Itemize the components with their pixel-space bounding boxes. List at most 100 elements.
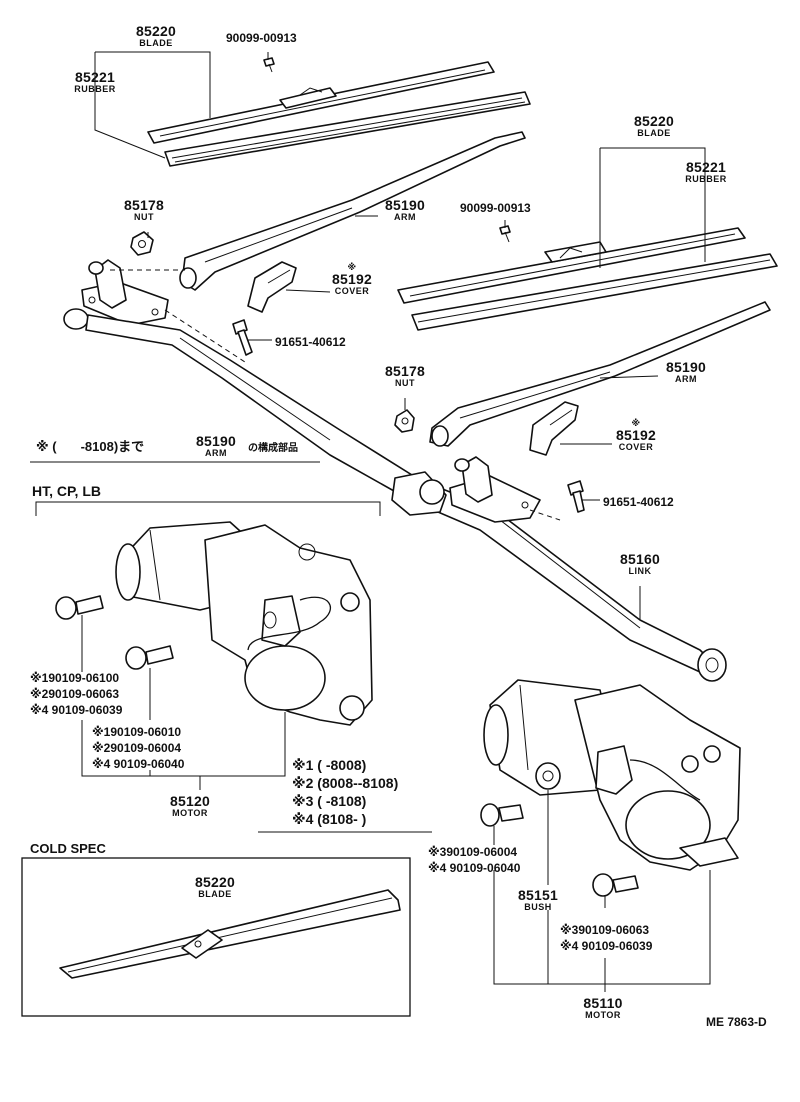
blade-cold-name: BLADE (198, 889, 232, 899)
drawing-code: ME 7863-D (706, 1015, 767, 1029)
motor-left-name: MOTOR (172, 808, 208, 818)
nut-right-label: 85178 NUT (385, 364, 425, 388)
motor-right-screw-a-1: ※390109-06004 (428, 845, 518, 859)
screw-top-number: 90099-00913 (226, 31, 297, 45)
arm-right-label: 85190 ARM (666, 360, 706, 384)
motor-left-screw-a-3: ※4 90109-06039 (30, 703, 123, 717)
motor-left-screws-b: ※190109-06010 ※290109-06004 ※4 90109-060… (92, 726, 184, 770)
motor-right-screw-b-2: ※4 90109-06039 (560, 939, 653, 953)
motor-left-drawing (115, 521, 373, 726)
motor-right-label: 85110 MOTOR (583, 996, 622, 1020)
link-number: 85160 (620, 551, 660, 567)
arm-note-suffix: の構成部品 (248, 443, 298, 454)
bush-drawing (535, 762, 561, 790)
rubber-top-number: 85221 (75, 69, 115, 85)
motor-left-screws-a: ※190109-06100 ※290109-06063 ※4 90109-060… (30, 672, 122, 716)
legend-row-2: ※2 (8008--8108) (292, 776, 398, 790)
motor-right-drawing (483, 679, 741, 871)
blade-cold-label: 85220 BLADE (195, 875, 235, 899)
blade-cold-number: 85220 (195, 874, 235, 890)
arm-note-part: 85190 ARM (196, 434, 236, 458)
blade-top-number: 85220 (136, 23, 176, 39)
legend-row-1: ※1 ( -8008) (292, 758, 398, 772)
motor-right-number: 85110 (583, 995, 623, 1011)
legend-mark-1: ※1 (292, 757, 314, 773)
bush-name: BUSH (524, 902, 552, 912)
cover-left-drawing (247, 261, 297, 313)
screw-right-b-drawing (592, 873, 639, 897)
pivot-left-drawing (81, 259, 169, 326)
legend: ※1 ( -8008) ※2 (8008--8108) ※3 ( -8108) … (292, 758, 398, 826)
bush-number: 85151 (518, 887, 558, 903)
arm-note-prefix: ※ ( (36, 439, 57, 454)
screw-left-a-drawing (55, 595, 104, 620)
bolt-right-number: 91651-40612 (603, 495, 674, 509)
blade-right-name: BLADE (637, 128, 671, 138)
screw-right-number: 90099-00913 (460, 201, 531, 215)
motor-left-screw-b-1: ※190109-06010 (92, 725, 182, 739)
rubber-right-label: 85221 RUBBER (685, 160, 727, 184)
motor-right-screws-a: ※390109-06004 ※4 90109-06040 (428, 846, 520, 874)
blade-top-drawing (147, 61, 495, 144)
leader-lines (30, 51, 711, 992)
arm-left-number: 85190 (385, 197, 425, 213)
blade-top-name: BLADE (139, 38, 173, 48)
cover-right-label: ※ 85192 COVER (616, 418, 656, 452)
blade-cold-drawing (59, 889, 401, 979)
blade-top-label: 85220 BLADE (136, 24, 176, 48)
link-label: 85160 LINK (620, 552, 660, 576)
motor-left-screw-a-1: ※190109-06100 (30, 671, 120, 685)
blade-right-drawing (397, 227, 746, 304)
cover-right-drawing (529, 401, 579, 456)
arm-note-number: 85190 (196, 433, 236, 449)
motor-left-screw-a-2: ※290109-06063 (30, 687, 120, 701)
screw-left-b-drawing (125, 645, 174, 670)
rubber-right-number: 85221 (686, 159, 726, 175)
bolt-left-number: 91651-40612 (275, 335, 346, 349)
motor-left-screw-b-3: ※4 90109-06040 (92, 757, 185, 771)
motor-left-label: 85120 MOTOR (170, 794, 210, 818)
motor-left-screw-b-2: ※290109-06004 (92, 741, 182, 755)
nut-right-drawing (394, 409, 415, 433)
nut-left-name: NUT (134, 212, 154, 222)
legend-mark-4: ※4 (292, 811, 314, 827)
nut-left-drawing (130, 231, 154, 256)
cold-spec-label: COLD SPEC (30, 841, 106, 856)
arm-right-number: 85190 (666, 359, 706, 375)
screw-right-a-drawing (480, 803, 524, 827)
link-drawing (63, 308, 727, 682)
legend-row-4: ※4 (8108- ) (292, 812, 398, 826)
motor-right-screws-b: ※390109-06063 ※4 90109-06039 (560, 924, 652, 952)
legend-range-1: ( -8008) (317, 757, 367, 773)
legend-range-3: ( -8108) (317, 793, 367, 809)
arm-right-drawing (429, 301, 771, 447)
motor-right-screw-b-1: ※390109-06063 (560, 923, 650, 937)
cover-left-number: 85192 (332, 271, 372, 287)
arm-right-name: ARM (675, 374, 697, 384)
cover-right-mark: ※ (631, 418, 641, 428)
cover-left-label: ※ 85192 COVER (332, 262, 372, 296)
screw-top-drawing (263, 57, 275, 73)
blade-right-label: 85220 BLADE (634, 114, 674, 138)
cover-right-name: COVER (618, 442, 654, 452)
bush-label: 85151 BUSH (518, 888, 558, 912)
arm-left-label: 85190 ARM (385, 198, 425, 222)
cover-left-name: COVER (334, 286, 370, 296)
nut-right-name: NUT (395, 378, 415, 388)
rubber-top-name: RUBBER (74, 84, 116, 94)
bolt-left-drawing (232, 319, 253, 356)
arm-note: ※ (-8108)まで (36, 440, 144, 453)
nut-left-label: 85178 NUT (124, 198, 164, 222)
arm-left-drawing (179, 131, 526, 291)
link-name: LINK (628, 566, 652, 576)
legend-mark-2: ※2 (292, 775, 314, 791)
models-label: HT, CP, LB (32, 483, 101, 499)
pivot-right-drawing (449, 456, 541, 523)
rubber-top-drawing (164, 91, 531, 167)
arm-left-name: ARM (394, 212, 416, 222)
legend-range-2: (8008--8108) (317, 775, 399, 791)
cover-right-number: 85192 (616, 427, 656, 443)
motor-right-name: MOTOR (585, 1010, 621, 1020)
screw-right-drawing (499, 225, 511, 243)
